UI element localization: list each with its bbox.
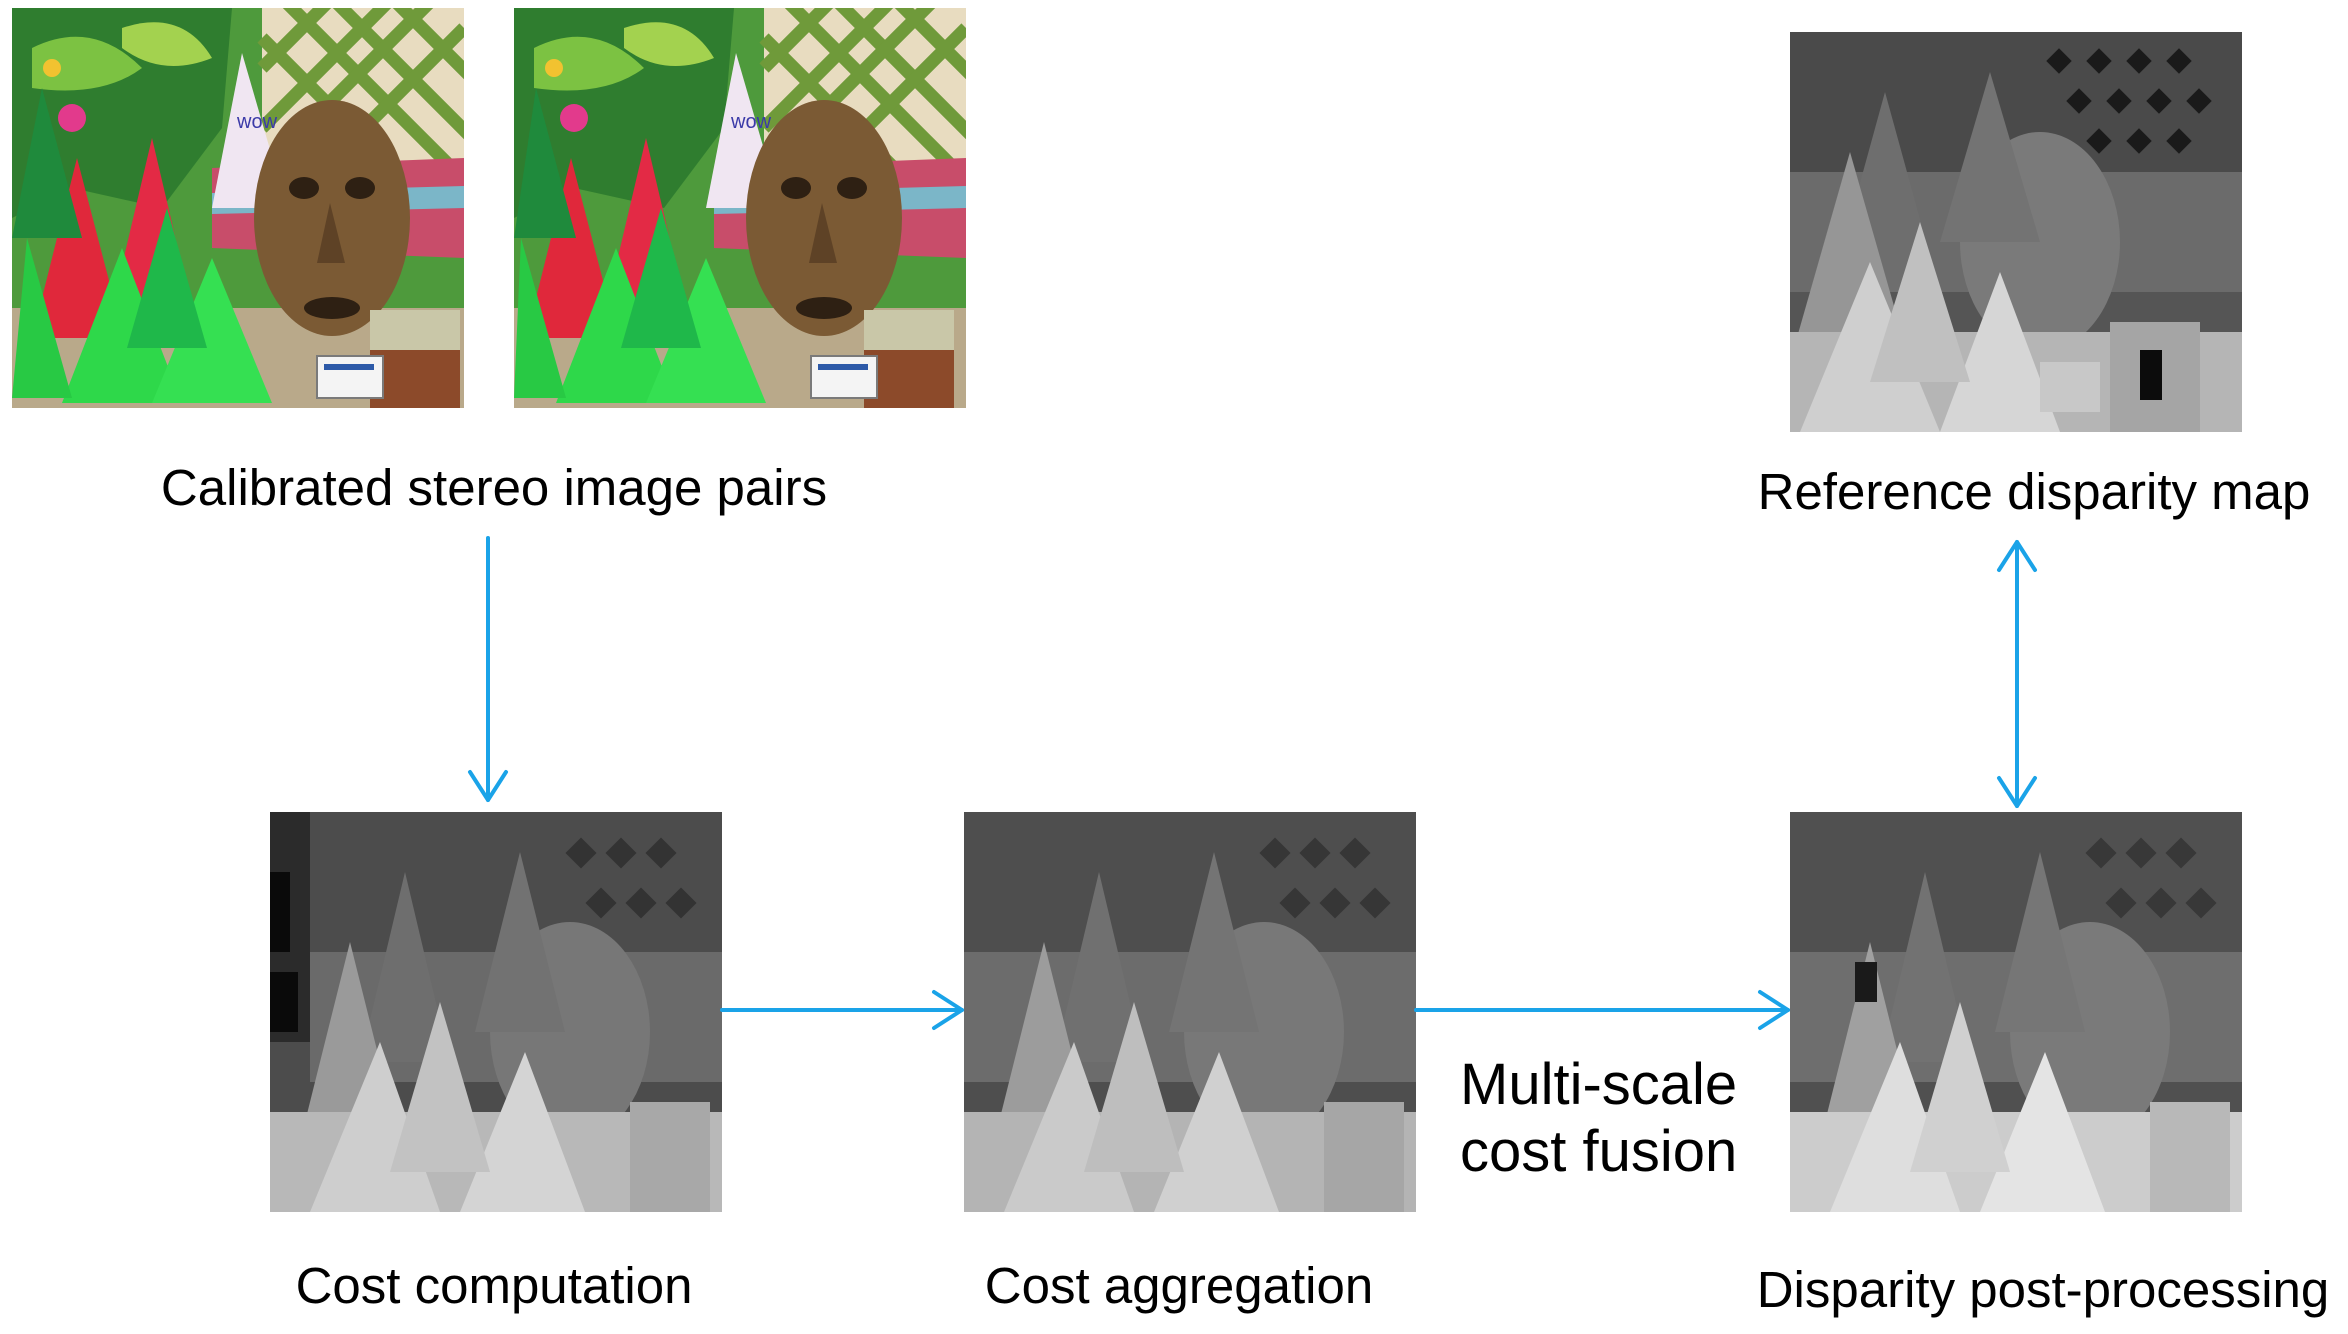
- arrow-computation-to-aggregation: [720, 990, 964, 1030]
- caption-cost-aggregation: Cost aggregation: [984, 1257, 1374, 1314]
- cost-computation-image: [270, 812, 722, 1212]
- right-stereo-image: wow: [514, 8, 966, 408]
- arrow-aggregation-to-post-processing: [1414, 990, 1790, 1030]
- reference-disparity-image: [1790, 32, 2242, 432]
- arrow-stereo-to-cost-computation: [468, 536, 508, 802]
- cost-aggregation-map: [964, 812, 1416, 1212]
- multi-scale-cost-fusion-label: Multi-scale cost fusion: [1460, 1052, 1737, 1185]
- svg-text:wow: wow: [236, 111, 278, 133]
- caption-reference-disparity-map: Reference disparity map: [1757, 463, 2311, 520]
- fusion-label-line-1: Multi-scale: [1460, 1052, 1738, 1117]
- post-processing-map: [1790, 812, 2242, 1212]
- arrow-post-processing-reference-bidirectional: [1997, 540, 2037, 808]
- left-stereo-scene: wow: [12, 8, 464, 408]
- reference-disparity-map: [1790, 32, 2242, 432]
- post-processing-image: [1790, 812, 2242, 1212]
- right-stereo-scene: wow: [514, 8, 966, 408]
- left-stereo-image: wow: [12, 8, 464, 408]
- cost-aggregation-image: [964, 812, 1416, 1212]
- caption-disparity-post-processing: Disparity post-processing: [1756, 1261, 2330, 1318]
- fusion-label-line-2: cost fusion: [1460, 1118, 1738, 1184]
- caption-stereo-image-pairs: Calibrated stereo image pairs: [160, 459, 828, 516]
- caption-cost-computation: Cost computation: [295, 1257, 693, 1314]
- cost-computation-map: [270, 812, 722, 1212]
- svg-text:wow: wow: [730, 111, 772, 133]
